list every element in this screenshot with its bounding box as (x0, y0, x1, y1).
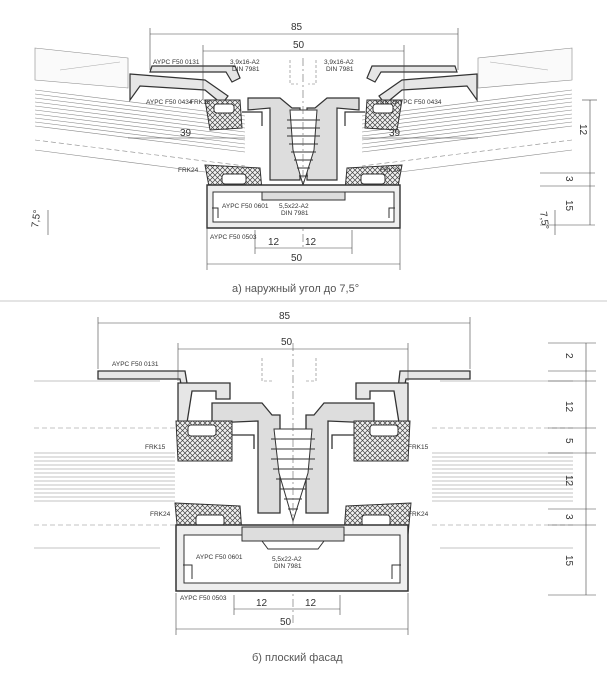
cap-profiles-a (129, 65, 478, 105)
label-frk15-left-a: FRK15 (190, 99, 211, 106)
dim-12-right-b: 12 (305, 598, 317, 609)
dim-15-vert-b: 15 (563, 555, 574, 567)
label-base-a: AYPC F50 0601 (222, 203, 269, 210)
label-base-b: AYPC F50 0601 (196, 554, 243, 561)
dim-12-vert-mid-b: 12 (563, 475, 574, 487)
dim-12-vert-top-b: 12 (563, 401, 574, 413)
caption-a: а) наружный угол до 7,5° (232, 283, 360, 295)
dim-15-vert-a: 15 (563, 200, 574, 212)
upper-gaskets-b (175, 420, 411, 462)
central-stem-a (247, 58, 360, 250)
angle-right-a: 7,5° (537, 211, 550, 230)
dim-39-left-a: 39 (180, 128, 192, 139)
label-frk24-right-a: FRK24 (380, 167, 401, 174)
dim-3-vert-b: 3 (563, 514, 574, 520)
label-screw-small-right-a: 3,9x16-A2 (324, 59, 354, 66)
label-profile-left-a: AYPC F50 0434 (146, 99, 193, 106)
left-glass-unit (34, 47, 246, 173)
dim-39-right-a: 39 (389, 128, 401, 139)
label-screw-main-std-a: DIN 7981 (281, 210, 309, 217)
dim-5-vert-b: 5 (563, 438, 574, 444)
label-frk24-left-b: FRK24 (150, 511, 171, 518)
dim-12-right-a: 12 (305, 237, 317, 248)
dim-50-bottom-a: 50 (291, 253, 303, 264)
diagram-flat-facade: 85 50 12 12 50 2 12 5 12 3 15 AYPC F50 0… (0, 303, 607, 677)
dimension-lines-b (97, 317, 596, 635)
label-screw-small-left-a: 3,9x16-A2 (230, 59, 260, 66)
label-cap-b: AYPC F50 0131 (112, 361, 159, 368)
dim-3-vert-a: 3 (563, 176, 574, 182)
diagram-outer-corner: 85 50 39 39 12 12 50 12 3 15 7,5° 7,5° A… (0, 0, 607, 300)
diagram-a-drawing: 85 50 39 39 12 12 50 12 3 15 7,5° 7,5° A… (30, 22, 597, 270)
dim-50-b: 50 (281, 337, 293, 348)
dimension-lines-a (47, 28, 597, 270)
label-screw-small-std-left-a: DIN 7981 (232, 66, 260, 73)
dim-85-b: 85 (279, 311, 291, 322)
label-screw-small-std-right-a: DIN 7981 (326, 66, 354, 73)
dim-50-a: 50 (293, 40, 305, 51)
label-cap-a: AYPC F50 0131 (153, 59, 200, 66)
label-frk15-right-b: FRK15 (408, 444, 429, 451)
label-screw-main-b: 5,5x22-A2 (272, 556, 302, 563)
caption-b: б) плоский фасад (252, 652, 343, 664)
upper-gaskets-a (204, 99, 403, 131)
cap-profiles-b (97, 370, 471, 430)
label-frk15-left-b: FRK15 (145, 444, 166, 451)
dim-12-vert-a: 12 (577, 124, 588, 136)
left-glass-unit-b (34, 380, 175, 549)
label-frk15-right-a: FRK15 (376, 99, 397, 106)
central-stem-b (211, 343, 375, 623)
angle-left-a: 7,5° (30, 209, 43, 228)
right-glass-unit-b (432, 380, 573, 549)
separator (0, 300, 607, 302)
dim-50-bottom-b: 50 (280, 617, 292, 628)
label-profile-right-a: AYPC F50 0434 (395, 99, 442, 106)
base-profile-b (175, 524, 409, 592)
diagram-b-drawing: 85 50 12 12 50 2 12 5 12 3 15 AYPC F50 0… (34, 311, 596, 635)
label-frk24-right-b: FRK24 (408, 511, 429, 518)
dim-85-a: 85 (291, 22, 303, 33)
label-bottom-b: AYPC F50 0503 (180, 595, 227, 602)
label-screw-main-a: 5,5x22-A2 (279, 203, 309, 210)
label-bottom-a: AYPC F50 0503 (210, 234, 257, 241)
label-frk24-left-a: FRK24 (178, 167, 199, 174)
dim-12-left-a: 12 (268, 237, 280, 248)
dim-12-left-b: 12 (256, 598, 268, 609)
label-screw-main-std-b: DIN 7981 (274, 563, 302, 570)
dim-2-vert-b: 2 (563, 353, 574, 359)
right-glass-unit (361, 47, 573, 173)
